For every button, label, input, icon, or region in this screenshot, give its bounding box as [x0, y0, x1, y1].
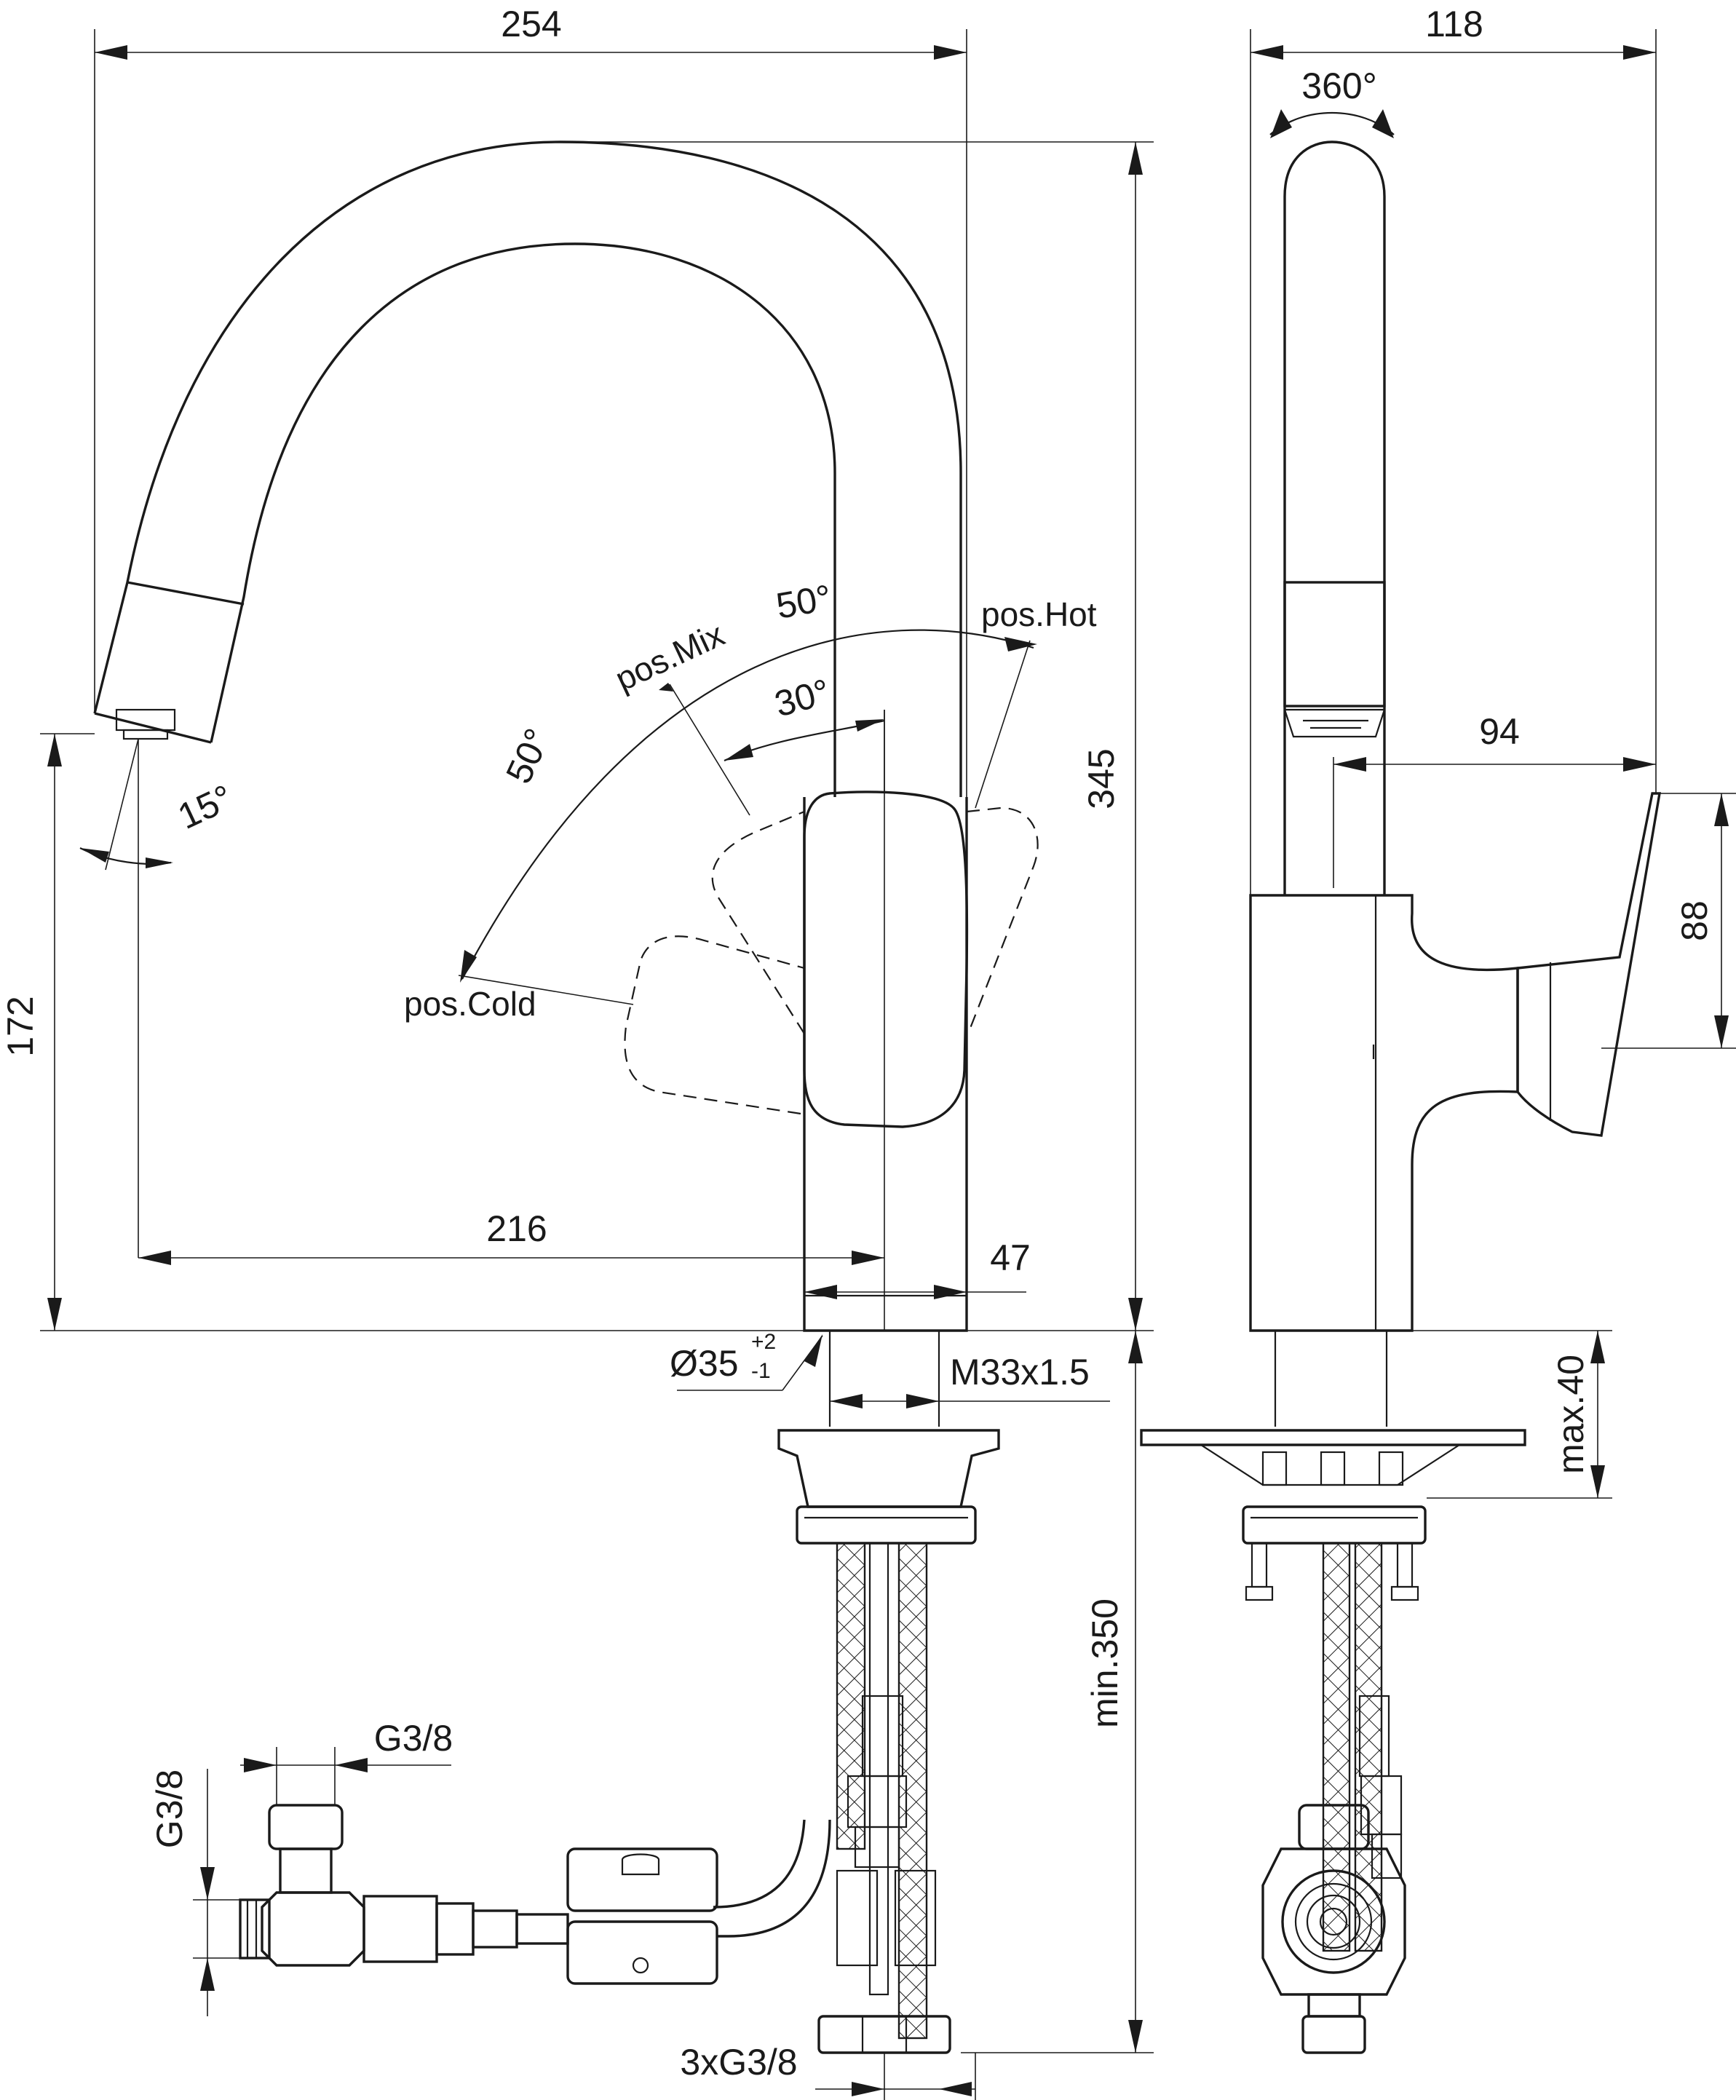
mixer-body: [803, 797, 968, 1332]
label-pos-cold: pos.Cold: [404, 985, 536, 1023]
dim-lever-height: 88: [1674, 900, 1715, 941]
lever-position-cold-outline: [624, 935, 805, 1115]
deck-flange: [777, 1429, 1000, 1508]
dim-lever-angle-hot: 50°: [773, 577, 834, 627]
dim-rotation: 360°: [1301, 66, 1376, 106]
hose-braid-left: [836, 1542, 866, 1850]
dim-body-diameter: 47: [990, 1237, 1031, 1278]
lever-position-hot-outline: [711, 807, 1039, 1034]
dim-thread: M33x1.5: [950, 1352, 1090, 1392]
dim-hose-connections: 3xG3/8: [680, 2042, 797, 2083]
dim-hole-tol-minus: -1: [751, 1359, 771, 1383]
front-view: [93, 140, 1039, 2054]
mounting-nut: [796, 1505, 977, 1545]
side-aerator: [1283, 708, 1386, 738]
lever-handle: [803, 791, 969, 1128]
dim-overall-width: 254: [501, 4, 561, 44]
hose-weight-block: [566, 1847, 718, 1912]
angle-valve: [239, 1804, 569, 1967]
spout-inner-contour: [210, 242, 836, 797]
dim-valve-thread-h: G3/8: [374, 1718, 453, 1759]
dim-spout-angle: 15°: [172, 777, 239, 837]
hose-braid-right: [897, 1542, 928, 2040]
dim-lever-angle-cold: 50°: [498, 722, 558, 789]
dim-spout-height: 172: [0, 996, 41, 1056]
spout-head-band: [127, 581, 245, 606]
side-body: [1249, 894, 1519, 1332]
dim-spout-reach: 216: [486, 1208, 547, 1249]
dim-side-width: 118: [1425, 4, 1483, 44]
side-deck-flange: [1140, 1429, 1526, 1446]
dim-hose-length: min.350: [1085, 1598, 1125, 1728]
label-pos-hot: pos.Hot: [981, 595, 1097, 633]
dim-side-reach: 94: [1479, 711, 1520, 752]
side-view: [1140, 140, 1662, 2054]
dimension-lines: [40, 29, 1736, 2100]
dim-hole-diameter: Ø35: [670, 1343, 739, 1384]
dim-overall-height: 345: [1081, 748, 1122, 809]
hose-fitting: [861, 1695, 904, 1778]
spray-hose: [713, 1819, 831, 1938]
dim-hole-tol-plus: +2: [751, 1330, 776, 1354]
side-lever: [1516, 792, 1662, 1137]
side-spout: [1283, 140, 1386, 895]
dim-deck-thickness: max.40: [1550, 1355, 1591, 1474]
side-valve-port: [1281, 1869, 1386, 1974]
dim-valve-thread-v: G3/8: [149, 1770, 190, 1848]
hose-end-nut: [817, 2015, 951, 2054]
side-nut: [1242, 1505, 1427, 1545]
dim-lever-angle-small: 30°: [770, 671, 834, 725]
